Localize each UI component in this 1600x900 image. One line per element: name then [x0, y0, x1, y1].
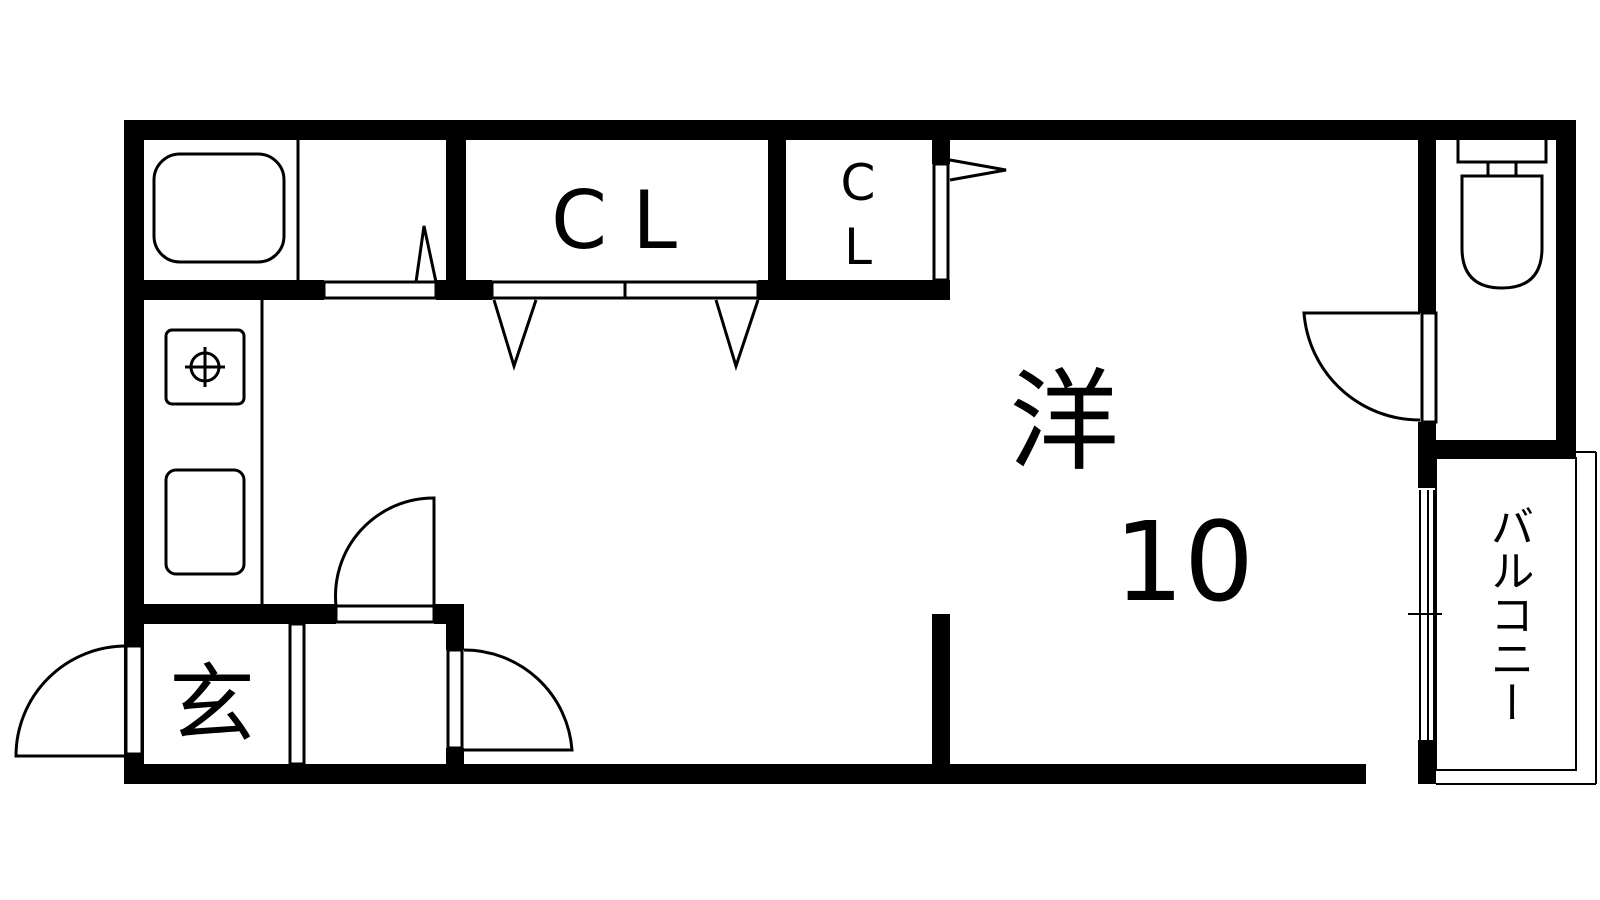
interior-walls	[124, 138, 1436, 784]
entrance-door[interactable]	[14, 644, 144, 758]
western-room-label: 洋	[1009, 358, 1119, 486]
balcony	[1435, 451, 1597, 785]
toilet-icon	[1456, 136, 1548, 290]
closet-cl-sliding-doors[interactable]	[490, 280, 760, 371]
entrance-label: 玄	[169, 655, 255, 755]
closet-small-label-line1: C	[841, 154, 876, 212]
closet-large-label: C L	[551, 174, 677, 267]
western-room-size: 10	[1114, 498, 1254, 626]
stove-burner-icon	[185, 347, 225, 387]
kitchen-door[interactable]	[334, 496, 436, 624]
toilet-door[interactable]	[1302, 311, 1438, 424]
bath-sliding-door[interactable]	[322, 225, 438, 300]
kitchen-counter	[164, 300, 264, 604]
balcony-label: バルコニー	[1483, 504, 1534, 724]
closet-small-door[interactable]	[932, 158, 1007, 282]
entrance-inner-door[interactable]	[288, 622, 574, 766]
bathtub	[152, 140, 300, 280]
closet-small-label-line2: L	[844, 218, 872, 276]
balcony-sliding-window[interactable]	[1408, 490, 1442, 740]
